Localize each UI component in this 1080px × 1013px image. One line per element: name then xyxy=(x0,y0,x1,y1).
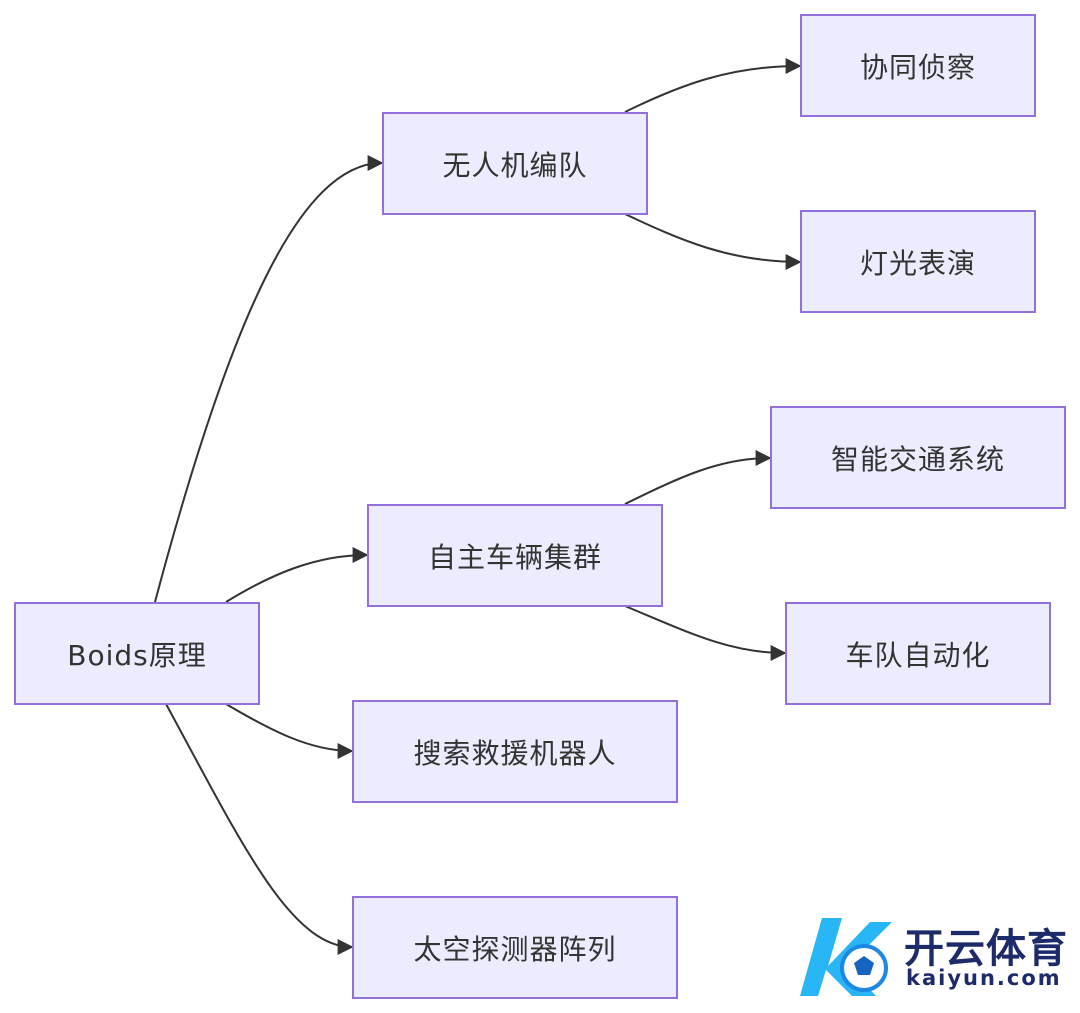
node-label: 无人机编队 xyxy=(442,148,588,182)
edge-root-to-vehicle-cluster xyxy=(225,547,369,603)
node-search-rescue-robots: 搜索救援机器人 xyxy=(352,700,678,803)
node-boids-principle: Boids原理 xyxy=(14,602,260,705)
node-autonomous-vehicle-cluster: 自主车辆集群 xyxy=(367,504,663,607)
watermark-name: 开云体育 xyxy=(904,926,1068,972)
edge-drone-to-light-show xyxy=(624,213,802,270)
node-light-show: 灯光表演 xyxy=(800,210,1036,313)
edge-root-to-space-probe xyxy=(165,703,354,955)
kaiyun-logo-icon xyxy=(800,918,892,996)
node-label: 灯光表演 xyxy=(859,246,976,280)
edge-vehicle-to-fleet xyxy=(624,605,787,661)
edge-root-to-search-rescue xyxy=(225,703,354,759)
watermark-logo: 开云体育 kaiyun.com xyxy=(792,908,1072,1003)
node-label: 车队自动化 xyxy=(845,638,991,672)
node-collaborative-recon: 协同侦察 xyxy=(800,14,1036,117)
node-intelligent-traffic: 智能交通系统 xyxy=(770,406,1066,509)
node-fleet-automation: 车队自动化 xyxy=(785,602,1051,705)
node-label: 自主车辆集群 xyxy=(427,540,602,574)
node-space-probe-array: 太空探测器阵列 xyxy=(352,896,678,999)
node-label: 协同侦察 xyxy=(859,50,976,84)
node-label: 太空探测器阵列 xyxy=(413,932,617,966)
edge-root-to-drone-formation xyxy=(154,155,384,603)
node-label: 智能交通系统 xyxy=(830,442,1005,476)
node-label: Boids原理 xyxy=(67,638,207,672)
watermark-url: kaiyun.com xyxy=(906,966,1062,990)
node-drone-formation: 无人机编队 xyxy=(382,112,648,215)
edge-vehicle-to-traffic xyxy=(624,450,772,505)
edge-drone-to-recon xyxy=(624,58,802,113)
node-label: 搜索救援机器人 xyxy=(413,736,617,770)
